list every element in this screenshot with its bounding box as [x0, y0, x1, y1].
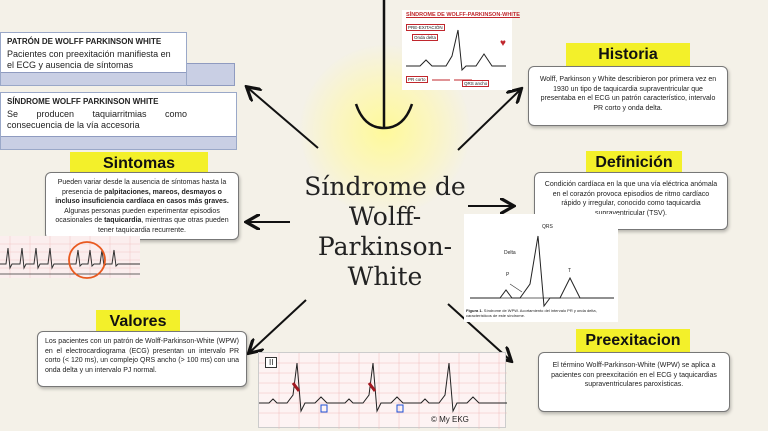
preexitacion-text: El término Wolff-Parkinson-White (WPW) s… [551, 362, 717, 388]
patron-box: PATRÓN DE WOLFF PARKINSON WHITE Paciente… [0, 32, 187, 86]
figura-qrs-label: QRS [542, 224, 553, 230]
historia-text: Wolff, Parkinson y White describieron po… [539, 76, 717, 112]
historia-card: Wolff, Parkinson y White describieron po… [528, 66, 728, 126]
historia-title: Historia [566, 43, 690, 67]
sintomas-text-1: Pueden variar desde la ausencia de sínto… [57, 179, 227, 196]
definicion-title: Definición [586, 151, 682, 175]
sindrome-body: Se producen taquiarritmias como consecue… [7, 109, 187, 130]
top-figure-qrs-label: QRS ancho [462, 80, 490, 87]
arrow-to-preexitacion [447, 303, 510, 360]
top-figure-delta-label: Onda delta [412, 34, 439, 41]
figura-1: QRS Delta P T Figura 1. Síndrome de WPW.… [464, 214, 618, 322]
sintomas-text-3: , mientras que otras pueden tener taquic… [98, 217, 229, 234]
heart-icon: ♥ [500, 38, 506, 49]
arrow-to-boxes [248, 88, 319, 149]
figura-delta-label: Delta [504, 250, 516, 256]
top-figure-pr-label: PR corto [406, 76, 428, 83]
figura-t-label: T [568, 268, 572, 274]
sintomas-card: Pueden variar desde la ausencia de sínto… [45, 172, 239, 240]
arrow-to-valores [250, 299, 307, 352]
center-title: Síndrome de Wolff-Parkinson-White [304, 172, 466, 291]
patron-heading: PATRÓN DE WOLFF PARKINSON WHITE [7, 37, 162, 46]
top-figure-pre-label: PRE-EXITACIÓN [406, 24, 445, 31]
sindrome-box: SÍNDROME WOLFF PARKINSON WHITE Se produc… [0, 92, 237, 150]
patron-band-extension [187, 63, 235, 86]
preexitacion-card: El término Wolff-Parkinson-White (WPW) s… [538, 352, 730, 412]
figura-p-label: P [506, 272, 510, 278]
top-figure-title: SÍNDROME DE WOLFF-PARKINSON-WHITE [406, 12, 520, 18]
valores-title: Valores [96, 310, 180, 334]
sintomas-bold-1: palpitaciones, mareos, desmayos o inclus… [55, 188, 229, 206]
valores-text: Los pacientes con un patrón de Wolff-Par… [45, 338, 239, 374]
wpw-top-figure: SÍNDROME DE WOLFF-PARKINSON-WHITE PRE-EX… [402, 10, 520, 90]
tachycardia-ecg-image [0, 236, 140, 279]
ecg-lead-label: II [265, 357, 278, 368]
valores-card: Los pacientes con un patrón de Wolff-Par… [37, 331, 247, 387]
figura-caption: Figura 1. Síndrome de WPW. Acortamiento … [466, 308, 597, 318]
ecg-credit: © My EKG [431, 415, 469, 424]
preexitacion-title: Preexitacion [576, 329, 690, 353]
sintomas-text-2: Algunas personas pueden experimentar epi… [55, 207, 220, 225]
arrow-to-historia [457, 90, 520, 151]
arrow-down [354, 0, 414, 130]
wpw-ecg-strip: II © My EKG [258, 352, 507, 429]
sintomas-bold-2: taquicardia [104, 217, 142, 224]
sindrome-heading: SÍNDROME WOLFF PARKINSON WHITE [7, 97, 159, 106]
patron-body: Pacientes con preexitación manifiesta en… [7, 49, 171, 70]
definicion-text: Condición cardíaca en la que una vía elé… [544, 181, 718, 217]
